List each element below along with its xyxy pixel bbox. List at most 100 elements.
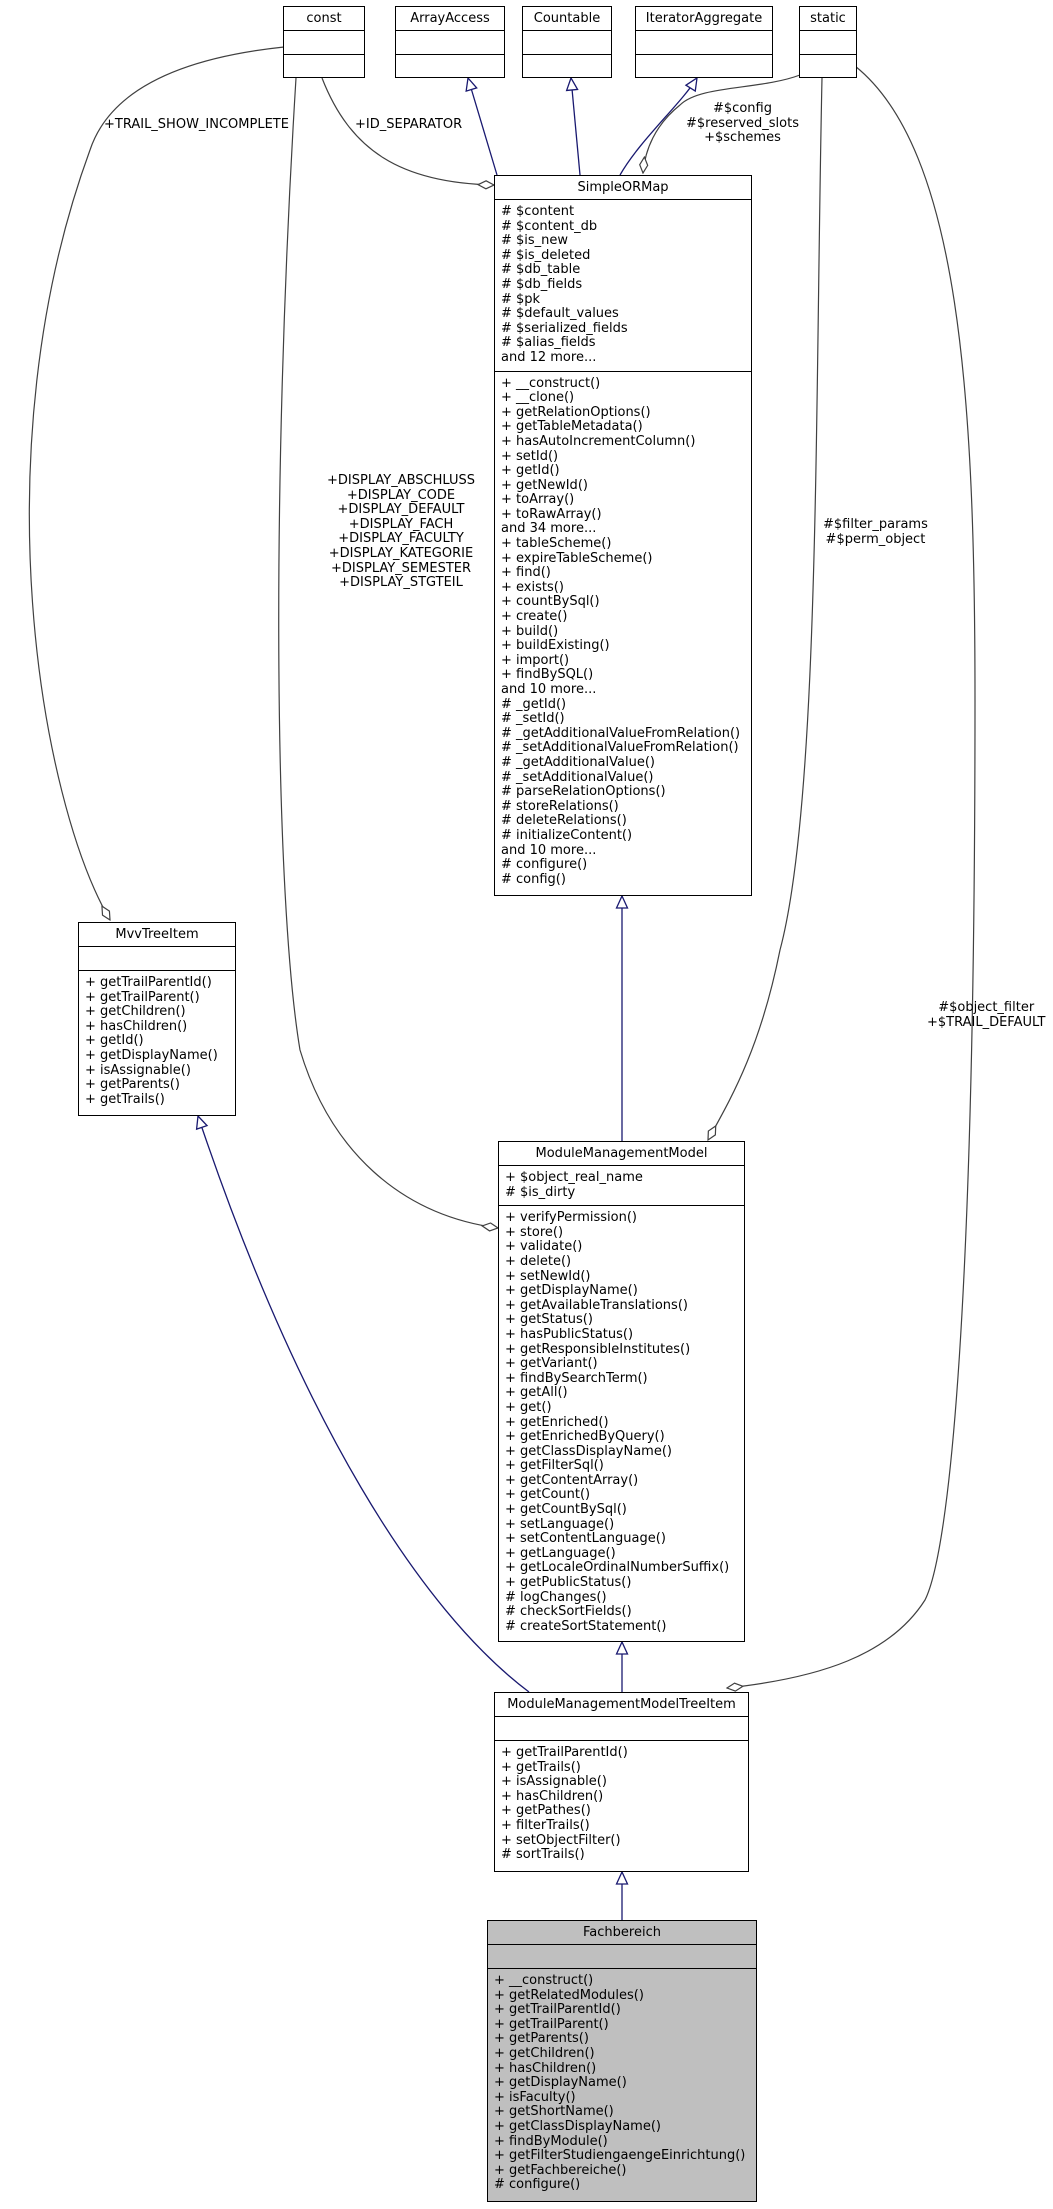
attribute-entry: # $alias_fields <box>501 335 596 351</box>
method-section: + __construct()+ __clone()+ getRelationO… <box>495 372 751 893</box>
method-entry: + get() <box>505 1399 552 1415</box>
class-title: SimpleORMap <box>495 176 751 200</box>
method-entry: # _getId() <box>501 696 567 712</box>
edge-label-line: +DISPLAY_STGTEIL <box>339 575 463 591</box>
class-title: Fachbereich <box>488 1921 756 1945</box>
edge-label-line: #$reserved_slots <box>686 115 799 131</box>
method-entry: + setLanguage() <box>505 1516 615 1532</box>
method-entry: + getTableMetadata() <box>501 419 643 435</box>
method-entry: + getChildren() <box>85 1004 186 1020</box>
attribute-section <box>636 31 772 55</box>
method-entry: # storeRelations() <box>501 798 619 814</box>
edge-static-to-simpleormap <box>643 74 801 173</box>
method-entry: + getTrailParentId() <box>501 1745 628 1760</box>
method-section <box>396 55 504 77</box>
attribute-section <box>523 31 611 55</box>
class-title: ModuleManagementModelTreeItem <box>495 1693 748 1717</box>
method-entry: + getEnriched() <box>505 1414 609 1430</box>
attribute-entry: and 12 more... <box>501 349 597 365</box>
method-entry: + find() <box>501 565 551 581</box>
attribute-section: # $content# $content_db# $is_new# $is_de… <box>495 200 751 372</box>
method-entry: + __clone() <box>501 390 575 406</box>
class-mvvtreeitem: MvvTreeItem + getTrailParentId()+ getTra… <box>78 922 236 1116</box>
edge-label-trail-show-incomplete: +TRAIL_SHOW_INCOMPLETE <box>104 117 289 133</box>
method-entry: + toArray() <box>501 492 575 508</box>
method-entry: + tableScheme() <box>501 536 612 552</box>
method-entry: + setId() <box>501 448 559 464</box>
method-entry: + getPublicStatus() <box>505 1575 632 1591</box>
attribute-entry: + $object_real_name <box>505 1170 643 1185</box>
edge-label-id-separator: +ID_SEPARATOR <box>355 117 463 133</box>
edge-label-line: +$schemes <box>704 130 781 146</box>
method-section <box>284 55 364 77</box>
method-entry: + setObjectFilter() <box>501 1832 621 1848</box>
method-section <box>800 55 856 77</box>
edge-label-line: #$object_filter <box>938 1000 1035 1015</box>
method-entry: # deleteRelations() <box>501 813 627 829</box>
edge-const-to-mvvtreeitem <box>28 46 285 920</box>
method-entry: and 34 more... <box>501 521 597 537</box>
method-entry: + toRawArray() <box>501 506 602 522</box>
edge-label-filter-params: #$filter_params#$perm_object <box>823 517 928 547</box>
method-section: + verifyPermission()+ store()+ validate(… <box>499 1206 744 1639</box>
method-entry: + isFaculty() <box>494 2089 576 2105</box>
method-entry: # configure() <box>494 2177 581 2193</box>
method-entry: # parseRelationOptions() <box>501 784 666 800</box>
edge-label-line: +DISPLAY_FACULTY <box>338 531 464 547</box>
attribute-section <box>79 947 235 971</box>
class-title: static <box>800 7 856 31</box>
method-section <box>636 55 772 77</box>
attribute-entry: # $serialized_fields <box>501 320 628 336</box>
method-entry: + __construct() <box>501 375 601 391</box>
attribute-entry: # $content <box>501 204 575 219</box>
method-entry: + getParents() <box>85 1077 180 1093</box>
method-entry: + getCountBySql() <box>505 1502 627 1518</box>
method-entry: + getFilterStudiengaengeEinrichtung() <box>494 2148 746 2164</box>
method-entry: + getTrailParent() <box>494 2016 609 2032</box>
method-entry: # _getAdditionalValue() <box>501 754 655 770</box>
method-entry: and 10 more... <box>501 842 597 858</box>
attribute-entry: # $default_values <box>501 306 619 322</box>
method-section <box>523 55 611 77</box>
class-title: ArrayAccess <box>396 7 504 31</box>
method-entry: + filterTrails() <box>501 1817 590 1833</box>
edge-label-line: #$filter_params <box>823 517 928 532</box>
attribute-entry: # $db_fields <box>501 276 583 292</box>
method-entry: + getAvailableTranslations() <box>505 1297 688 1313</box>
method-entry: # sortTrails() <box>501 1847 585 1863</box>
edge-const-to-modulemanagementmodel <box>278 77 498 1228</box>
method-entry: + import() <box>501 652 570 668</box>
edge-label-line: #$config <box>713 101 772 116</box>
attribute-entry: # $content_db <box>501 218 598 234</box>
edge-label-line: +DISPLAY_DEFAULT <box>337 502 465 518</box>
edge-label-line: +DISPLAY_FACH <box>348 516 454 532</box>
edge-label-line: +DISPLAY_KATEGORIE <box>328 545 474 561</box>
class-title: MvvTreeItem <box>79 923 235 947</box>
method-entry: + hasChildren() <box>501 1788 604 1804</box>
method-entry: + getId() <box>501 463 560 479</box>
method-entry: + getDisplayName() <box>85 1047 218 1063</box>
edge-static-to-modulemanagementmodel <box>708 77 823 1140</box>
method-entry: + getNewId() <box>501 477 588 493</box>
method-entry: # initializeContent() <box>501 827 633 843</box>
class-countable: Countable <box>522 6 612 78</box>
method-entry: + findByModule() <box>494 2133 608 2149</box>
edge-simpleormap-to-countable <box>571 78 581 176</box>
method-entry: + getClassDisplayName() <box>505 1443 672 1459</box>
attribute-entry: # $is_deleted <box>501 247 591 263</box>
method-entry: + getTrails() <box>501 1759 581 1775</box>
method-entry: # config() <box>501 871 566 887</box>
class-static: static <box>799 6 857 78</box>
edge-label-line: +ID_SEPARATOR <box>355 117 463 132</box>
method-entry: + setContentLanguage() <box>505 1531 666 1547</box>
edge-const-to-simpleormap <box>321 77 494 185</box>
class-const: const <box>283 6 365 78</box>
edge-label-object-filter: #$object_filter+$TRAIL_DEFAULT <box>927 1000 1045 1030</box>
method-entry: + getResponsibleInstitutes() <box>505 1341 691 1357</box>
method-entry: + build() <box>501 623 559 639</box>
method-entry: # logChanges() <box>505 1589 607 1605</box>
attribute-entry: # $is_new <box>501 233 569 249</box>
class-simpleormap: SimpleORMap # $content# $content_db# $is… <box>494 175 752 896</box>
method-entry: + getTrails() <box>85 1091 165 1107</box>
